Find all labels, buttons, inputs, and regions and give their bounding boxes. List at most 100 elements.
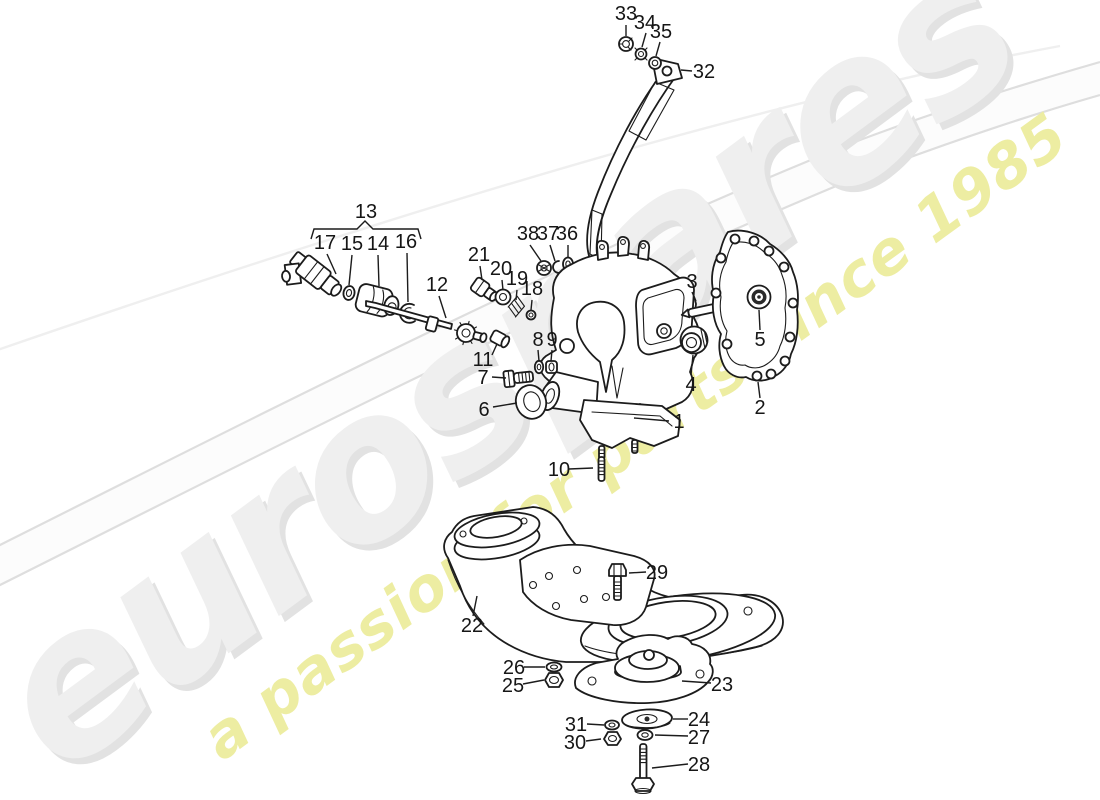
part-label-29: 29 [646, 562, 668, 584]
part-25-nut [544, 672, 564, 688]
part-label-17: 17 [314, 232, 336, 254]
part-label-6: 6 [478, 399, 489, 421]
part-29-bolt [608, 563, 627, 601]
leader-line-32 [680, 69, 693, 72]
leader-line-4 [690, 354, 694, 376]
leader-line-3 [691, 291, 697, 302]
leader-line-23 [681, 680, 712, 684]
part-6-bushing [514, 384, 548, 420]
part-label-20: 20 [490, 258, 512, 280]
leader-line-10 [568, 467, 594, 470]
part-28-bolt [631, 743, 655, 795]
leader-line-16 [406, 252, 409, 303]
part-17-fitting [281, 251, 343, 297]
part-10-stud [597, 456, 606, 482]
leader-line-38 [529, 244, 542, 262]
leader-line-31 [586, 723, 605, 726]
part-label-19: 19 [506, 268, 528, 290]
leader-line-20 [501, 279, 504, 291]
part-label-3: 3 [686, 271, 697, 293]
part-label-14: 14 [367, 233, 389, 255]
part-7-bolt [502, 369, 535, 389]
part-24-disc [621, 708, 673, 730]
leader-line-15 [348, 254, 353, 286]
part-label-5: 5 [754, 329, 765, 351]
leader-line-18 [530, 299, 533, 311]
leader-line-9 [550, 349, 553, 362]
part-label-33: 33 [615, 3, 637, 25]
part-label-26: 26 [503, 657, 525, 679]
part-label-31: 31 [565, 714, 587, 736]
leader-line-14 [377, 254, 380, 287]
leader-line-17 [326, 253, 337, 275]
leader-line-22 [472, 595, 478, 617]
leader-line-7 [491, 376, 507, 379]
part-label-25: 25 [502, 675, 524, 697]
part-label-8: 8 [532, 329, 543, 351]
part-26-washer [545, 661, 563, 673]
part-label-23: 23 [711, 674, 733, 696]
part-label-36: 36 [556, 223, 578, 245]
leader-line-1 [633, 417, 670, 422]
part-label-24: 24 [688, 709, 710, 731]
part-label-15: 15 [341, 233, 363, 255]
leader-line-29 [628, 571, 647, 574]
part-20-washer [494, 288, 512, 306]
leader-line-5 [758, 309, 761, 331]
part-30-nut [603, 731, 622, 746]
part-label-21: 21 [468, 244, 490, 266]
leader-line-21 [479, 265, 483, 281]
part-label-4: 4 [685, 374, 696, 396]
leader-line-30 [585, 738, 602, 742]
part-label-38: 38 [517, 223, 539, 245]
part-label-1: 1 [673, 411, 684, 433]
part-label-18: 18 [521, 278, 543, 300]
part-label-34: 34 [634, 12, 656, 34]
part-label-22: 22 [461, 615, 483, 637]
part-1-housing [539, 235, 701, 460]
leader-line-27 [654, 734, 689, 737]
leader-line-6 [492, 402, 518, 408]
part-label-37: 37 [537, 223, 559, 245]
part-4-bushing [679, 325, 709, 355]
leader-line-8 [537, 349, 540, 362]
leader-line-35 [655, 41, 661, 57]
leader-line-2 [757, 381, 761, 399]
part-label-13: 13 [355, 201, 377, 223]
part-34-nut [634, 47, 648, 61]
part-label-9: 9 [546, 329, 557, 351]
part-23-mount [574, 634, 714, 704]
part-9-nut [545, 360, 558, 374]
part-label-28: 28 [688, 754, 710, 776]
leader-line-34 [641, 32, 647, 48]
part-label-27: 27 [688, 727, 710, 749]
part-label-32: 32 [693, 61, 715, 83]
part-label-7: 7 [477, 367, 488, 389]
leader-line-25 [522, 679, 545, 685]
part-label-35: 35 [650, 21, 672, 43]
part-18-ring [525, 309, 537, 321]
leader-line-11 [491, 343, 498, 356]
part-33-nut [618, 36, 634, 52]
part-37-washer [552, 260, 560, 274]
part-label-30: 30 [564, 732, 586, 754]
part-27-washer [636, 729, 654, 741]
part-label-10: 10 [548, 459, 570, 481]
watermark-swoosh [0, 44, 1100, 587]
part-38-bolt-head [536, 260, 552, 276]
bracket-13 [310, 220, 422, 240]
part-35-washer [648, 56, 662, 70]
leader-line-28 [651, 763, 689, 769]
diagram-art [281, 36, 799, 795]
part-label-12: 12 [426, 274, 448, 296]
part-19-spring [507, 295, 526, 318]
part-12-shaft [365, 300, 488, 346]
part-5-grommet [746, 284, 772, 310]
leader-line-19 [515, 289, 518, 301]
part-15-ring [342, 285, 356, 301]
part-11-plug [489, 329, 511, 349]
part-label-11: 11 [473, 349, 494, 371]
